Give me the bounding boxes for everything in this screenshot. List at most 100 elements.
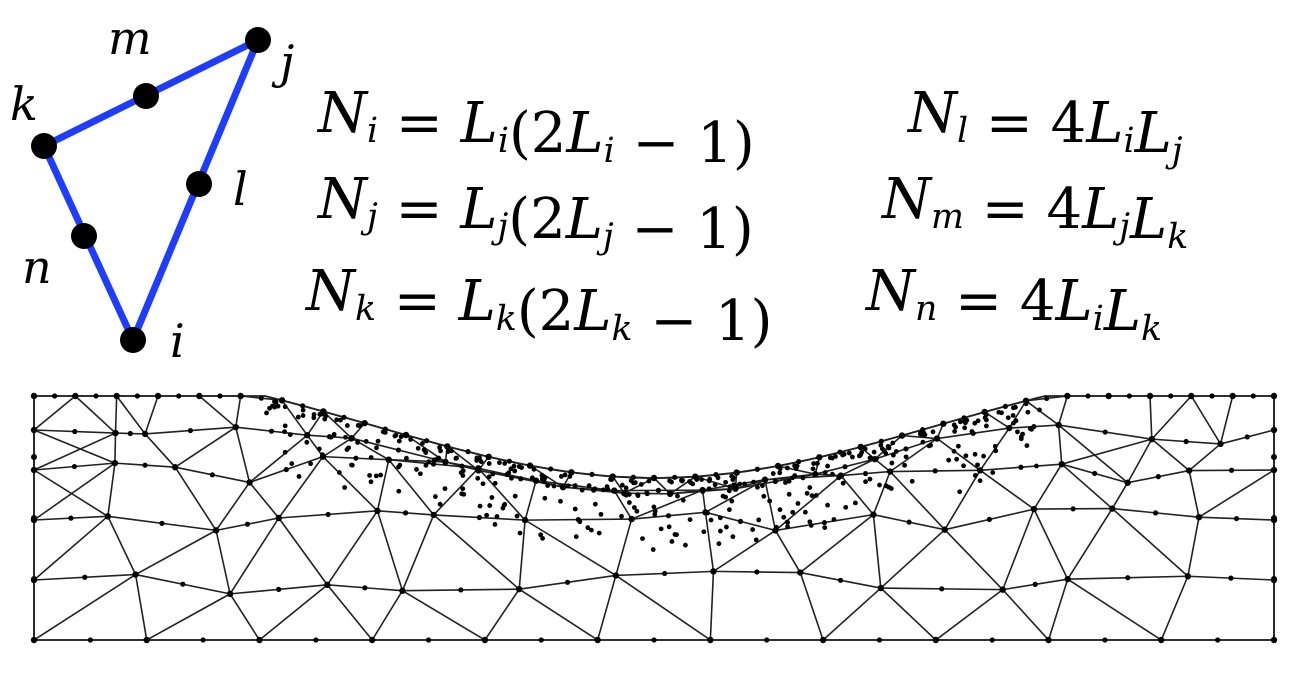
mesh-node <box>726 488 732 494</box>
mesh-node <box>870 511 877 518</box>
mesh-node <box>877 584 885 592</box>
mesh-node <box>830 471 835 477</box>
mesh-node <box>628 478 634 484</box>
mesh-node <box>989 637 995 643</box>
shape-function-equations: Ni = Li(2Li − 1)Nj = Lj(2Lj − 1)Nk = Lk(… <box>304 81 1188 354</box>
mesh-node <box>348 436 354 442</box>
mesh-node <box>272 399 277 404</box>
element-node-label-l: l <box>233 162 248 216</box>
mesh-node <box>300 403 306 409</box>
mesh-node <box>256 636 263 644</box>
mesh-node <box>710 568 717 575</box>
mesh-node <box>82 574 88 580</box>
mesh-node <box>718 528 723 534</box>
mesh-node <box>976 467 984 474</box>
mesh-node <box>1055 421 1062 429</box>
mesh-node <box>1126 393 1132 399</box>
mesh-node <box>258 395 264 401</box>
mesh-node <box>840 480 846 486</box>
mesh-node <box>906 519 912 525</box>
mesh-node <box>196 392 203 400</box>
mesh-node <box>715 475 721 481</box>
mesh-node <box>1032 581 1038 588</box>
mesh-node <box>478 459 484 465</box>
mesh-node <box>858 452 864 458</box>
mesh-node <box>426 459 432 465</box>
mesh-node <box>1250 393 1256 399</box>
mesh-node <box>159 520 165 526</box>
mesh-node <box>518 476 524 482</box>
mesh-node <box>325 511 331 518</box>
mesh-node <box>143 636 150 644</box>
mesh-node <box>1109 505 1116 512</box>
mesh-node <box>1005 415 1011 421</box>
mesh-node <box>30 466 38 474</box>
mesh-node <box>287 432 293 438</box>
mesh-node <box>809 493 815 499</box>
mesh-node <box>431 457 437 463</box>
mesh-node <box>640 536 645 542</box>
mesh-node <box>399 587 406 594</box>
mesh-node <box>134 393 140 399</box>
mesh-node <box>300 413 306 418</box>
equation-n-n: Nn = 4LiLk <box>864 259 1162 349</box>
mesh-node <box>626 500 632 505</box>
mesh-node <box>781 514 787 520</box>
mesh-node <box>939 586 945 592</box>
mesh-node <box>890 452 896 458</box>
mesh-node <box>308 461 314 467</box>
mesh-node <box>278 397 286 404</box>
mesh-node <box>237 392 244 400</box>
mesh-node <box>772 478 778 485</box>
mesh-node <box>867 455 873 461</box>
mesh-node <box>141 430 149 438</box>
equation-n-m: Nm = 4LjLk <box>880 167 1188 257</box>
mesh-node <box>268 428 275 434</box>
mesh-node <box>608 477 613 482</box>
mesh-node <box>795 501 801 506</box>
mesh-node <box>876 637 883 643</box>
mesh-node <box>751 479 756 485</box>
mesh-node <box>1270 426 1278 434</box>
mesh-node <box>886 468 894 475</box>
mesh-node <box>764 637 770 643</box>
mesh-node <box>93 393 99 399</box>
mesh-node <box>154 392 162 400</box>
mesh-node <box>662 570 668 577</box>
mesh-node <box>272 404 277 410</box>
mesh-node <box>368 636 376 644</box>
mesh-node <box>486 474 492 480</box>
mesh-node <box>408 436 414 442</box>
mesh-node <box>519 465 525 471</box>
mesh-node <box>577 519 583 525</box>
mesh-node <box>31 454 37 460</box>
mesh-node <box>142 462 148 468</box>
mesh-node <box>1085 393 1091 399</box>
mesh-node <box>373 473 379 479</box>
mesh-node <box>532 477 540 484</box>
mesh-node <box>334 417 340 423</box>
mesh-node <box>804 490 810 496</box>
mesh-node <box>509 475 514 481</box>
mesh-node <box>378 472 384 478</box>
mesh-node <box>304 439 310 445</box>
mesh-node <box>1010 405 1016 411</box>
mesh-node <box>1011 420 1016 426</box>
mesh-node <box>30 636 38 644</box>
mesh-node <box>862 470 869 477</box>
element-node-l <box>186 171 212 197</box>
mesh-node <box>514 513 520 519</box>
mesh-node <box>475 467 482 474</box>
mesh-node <box>951 448 957 454</box>
mesh-node <box>790 509 796 515</box>
mesh-node <box>717 515 723 521</box>
mesh-node <box>1105 392 1112 400</box>
mesh-node <box>1027 426 1033 432</box>
mesh-node <box>226 590 234 598</box>
mesh-node <box>957 419 963 425</box>
mesh-node <box>777 466 783 472</box>
mesh-node <box>355 423 361 428</box>
mesh-node <box>481 636 489 644</box>
mesh-node <box>442 486 448 492</box>
mesh-node <box>977 478 983 484</box>
